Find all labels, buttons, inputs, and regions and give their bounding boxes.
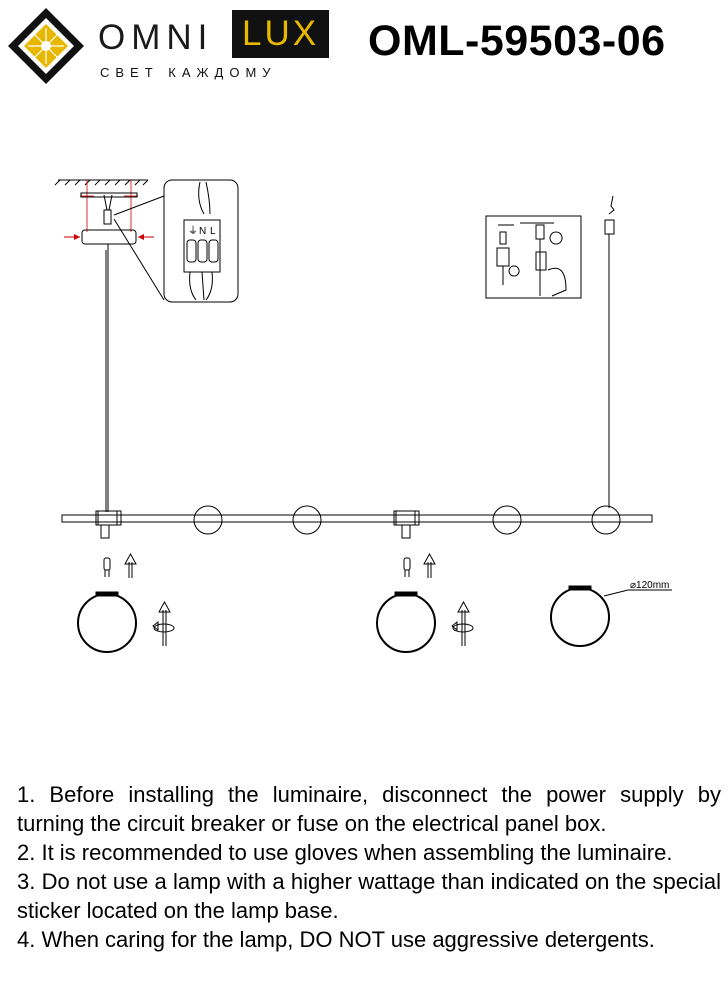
- note-item-1: 1. Before installing the luminaire, disc…: [17, 782, 721, 836]
- safety-notes: 1. Before installing the luminaire, disc…: [17, 780, 721, 954]
- bulb-icon-middle: [403, 557, 411, 577]
- light-ring-left: [77, 591, 137, 653]
- installation-diagram: ⏚ N L: [54, 179, 672, 653]
- ring-diameter-label: ⌀120mm: [630, 580, 669, 591]
- rotate-arrow-icon-middle: [451, 600, 474, 646]
- terminal-label-l: L: [210, 226, 216, 237]
- main-rail: [61, 514, 653, 523]
- rotate-arrow-icon-left: [152, 600, 175, 646]
- rail-node-3: [492, 505, 522, 535]
- canopy: [81, 229, 137, 245]
- note-item-2: 2. It is recommended to use gloves when …: [17, 840, 673, 865]
- model-number: OML-59503-06: [368, 17, 666, 65]
- omnilux-diamond-icon: [8, 8, 84, 84]
- up-arrow-icon-left: [124, 552, 137, 578]
- cable-grip: [604, 219, 615, 235]
- cable-grip-detail: [485, 215, 582, 299]
- brand-name-omni: OMNI: [98, 18, 214, 57]
- note-item-4: 4. When caring for the lamp, DO NOT use …: [17, 927, 655, 952]
- rail-node-1: [193, 505, 223, 535]
- brand-logo: OMNI LUX СВЕТ КАЖДОМУ: [6, 6, 346, 86]
- rail-node-4: [591, 505, 621, 535]
- light-ring-middle: [376, 591, 436, 653]
- brand-tagline: СВЕТ КАЖДОМУ: [100, 65, 277, 80]
- brand-name-lux: LUX: [232, 10, 330, 58]
- rail-socket-left: [95, 510, 122, 539]
- rail-socket-middle: [393, 510, 420, 539]
- ceiling-hatch-left: [54, 179, 149, 186]
- light-ring-right: [550, 585, 672, 647]
- up-arrow-icon-middle: [423, 552, 436, 578]
- terminal-label-earth: ⏚: [188, 225, 198, 237]
- terminal-block-detail: [163, 179, 239, 303]
- rail-node-2: [292, 505, 322, 535]
- terminal-label-n: N: [199, 226, 206, 237]
- note-item-3: 3. Do not use a lamp with a higher watta…: [17, 869, 721, 923]
- bulb-icon-left: [103, 557, 111, 577]
